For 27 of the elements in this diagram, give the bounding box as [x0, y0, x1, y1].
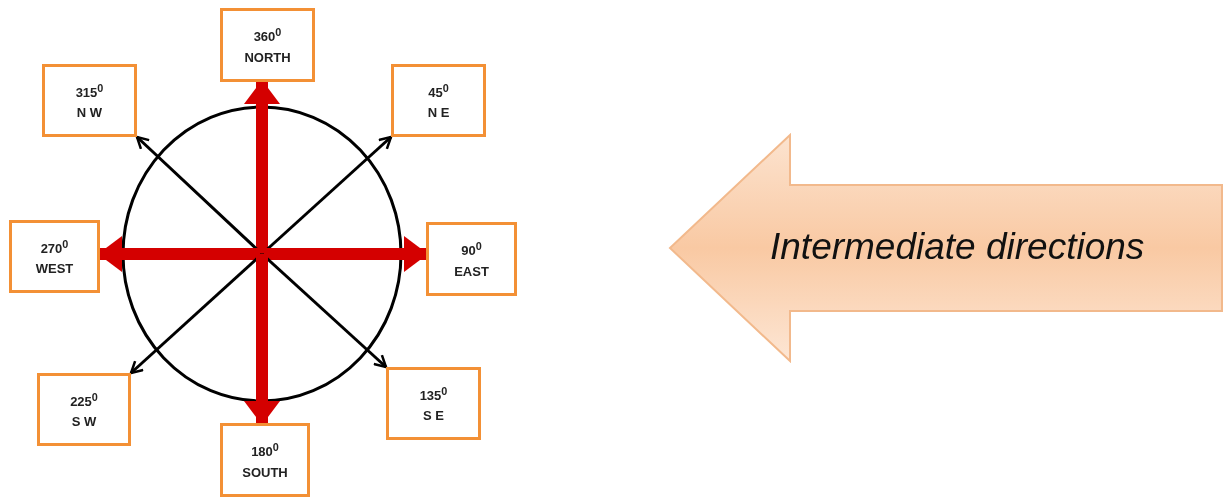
degree-label: 315$^{0}$: [75, 80, 104, 102]
direction-label: WEST: [35, 261, 74, 278]
direction-label: S W: [71, 414, 97, 431]
direction-box: [42, 64, 137, 137]
direction-label: EAST: [454, 263, 489, 280]
degree-label: 180$^{0}$: [251, 440, 279, 461]
arrow-label: Intermediate directions: [770, 226, 1145, 268]
direction-box: [220, 8, 315, 82]
direction-box: [220, 423, 310, 497]
degree-label: 45$^{0}$: [428, 80, 449, 102]
direction-label: N E: [427, 105, 450, 122]
direction-label: SOUTH: [242, 464, 288, 481]
direction-box: [426, 222, 517, 296]
arrow: [129, 252, 263, 375]
direction-box: [386, 367, 481, 440]
degree-label: 90$^{0}$: [461, 239, 482, 260]
arrow: [261, 252, 388, 369]
degree-label: 360$^{0}$: [253, 25, 282, 46]
direction-label: NORTH: [244, 49, 291, 66]
degree-label: 270$^{0}$: [40, 236, 69, 258]
direction-box: [9, 220, 100, 293]
degree-label: 225$^{0}$: [70, 389, 98, 411]
direction-label: N W: [76, 105, 103, 122]
direction-label: S E: [423, 408, 444, 425]
direction-box: [37, 373, 131, 446]
direction-box: [391, 64, 486, 137]
degree-label: 135$^{0}$: [419, 383, 448, 405]
